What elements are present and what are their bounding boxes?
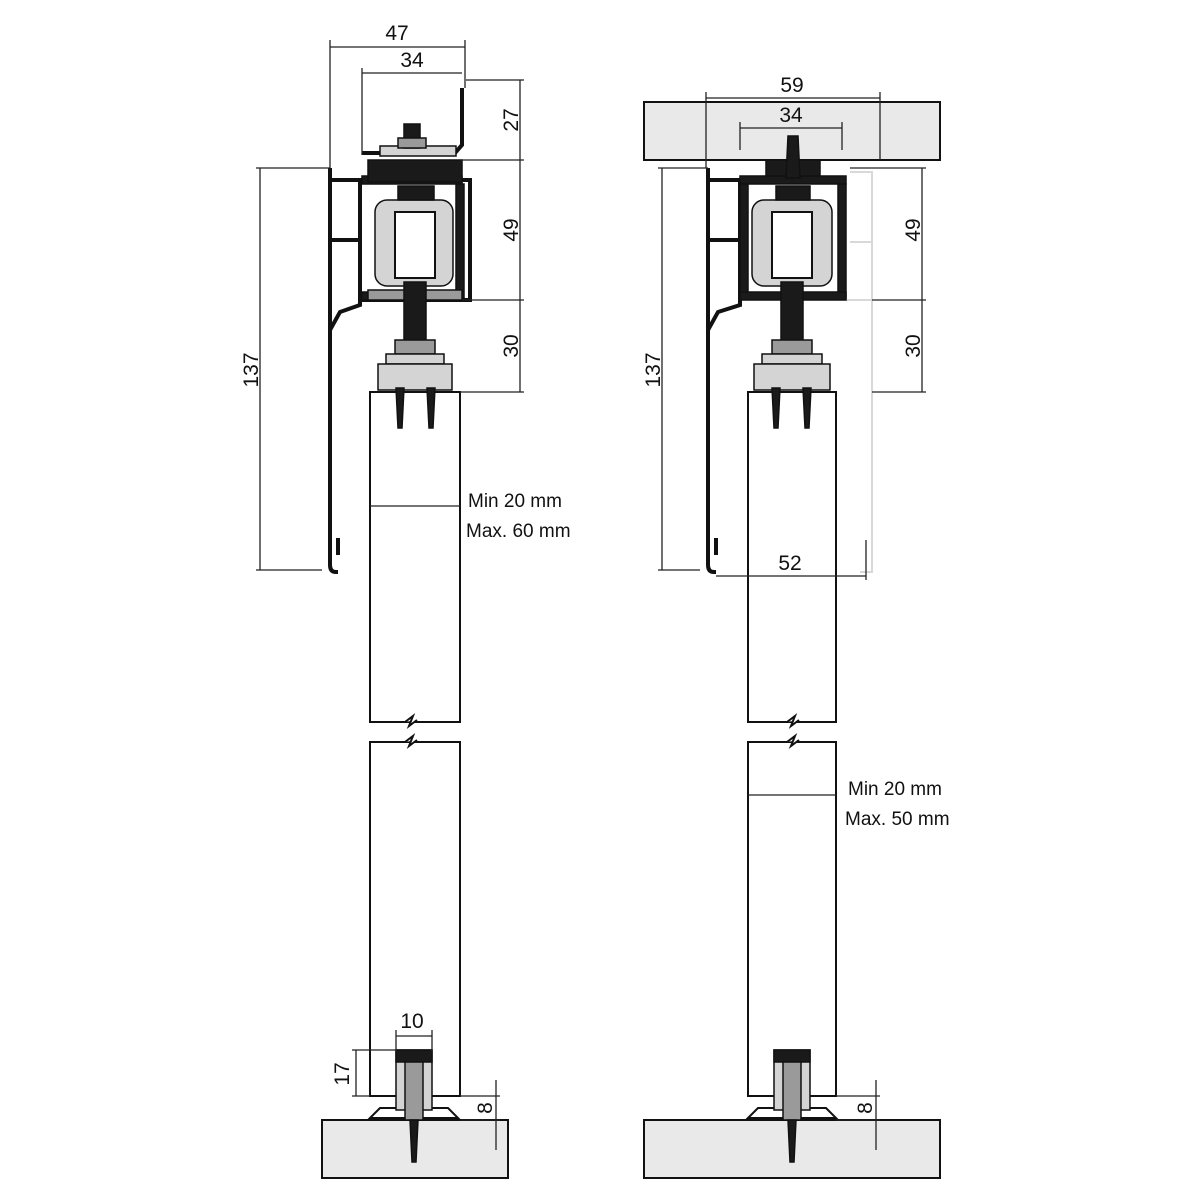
right-door-leaf-upper (747, 391, 837, 723)
left-dim-34: 34 (400, 49, 424, 72)
left-dim-49: 49 (500, 218, 523, 241)
left-dim-10: 10 (400, 1010, 423, 1033)
right-dim-34: 34 (779, 104, 803, 127)
right-dim-59: 59 (780, 74, 803, 97)
left-note-max: Max. 60 mm (466, 521, 571, 542)
left-dim-47: 47 (385, 22, 408, 45)
left-floor-guide (321, 1049, 509, 1179)
left-note-min: Min 20 mm (468, 491, 562, 512)
left-trolley (367, 159, 463, 301)
left-dim-8: 8 (474, 1102, 497, 1114)
left-dim-137: 137 (240, 352, 263, 387)
left-dim-30: 30 (500, 334, 523, 357)
right-trolley (751, 185, 833, 287)
left-hanger-bolt (377, 281, 453, 391)
right-note-max: Max. 50 mm (845, 809, 950, 830)
left-ceiling-bracket (362, 88, 464, 157)
right-ceiling-screw (785, 135, 801, 179)
right-dim-52: 52 (778, 552, 801, 575)
left-door-leaf-lower (369, 741, 461, 1097)
right-assembly: 59 34 49 30 137 52 Min 20 mm Max. 50 mm … (642, 74, 950, 1179)
right-break-mark-bottom (786, 733, 800, 749)
left-door-leaf-upper (369, 391, 461, 723)
right-floor-guide (643, 1049, 941, 1179)
right-dim-8: 8 (854, 1102, 877, 1114)
right-note-min: Min 20 mm (848, 779, 942, 800)
right-door-screws (771, 387, 812, 429)
right-dim-137: 137 (642, 352, 665, 387)
right-dim-49: 49 (902, 218, 925, 241)
left-door-screws (395, 387, 436, 429)
right-optional-fascia-ghost (845, 171, 873, 573)
right-break-mark-top (786, 713, 800, 729)
right-hanger-bolt (753, 281, 831, 391)
left-dim-17: 17 (331, 1062, 354, 1085)
left-break-mark-bottom (404, 733, 418, 749)
right-dim-30: 30 (902, 334, 925, 357)
left-dim-27: 27 (500, 108, 523, 131)
left-assembly: 47 34 27 49 30 137 Min 20 mm Max. 60 mm … (240, 22, 571, 1179)
left-break-mark-top (404, 713, 418, 729)
